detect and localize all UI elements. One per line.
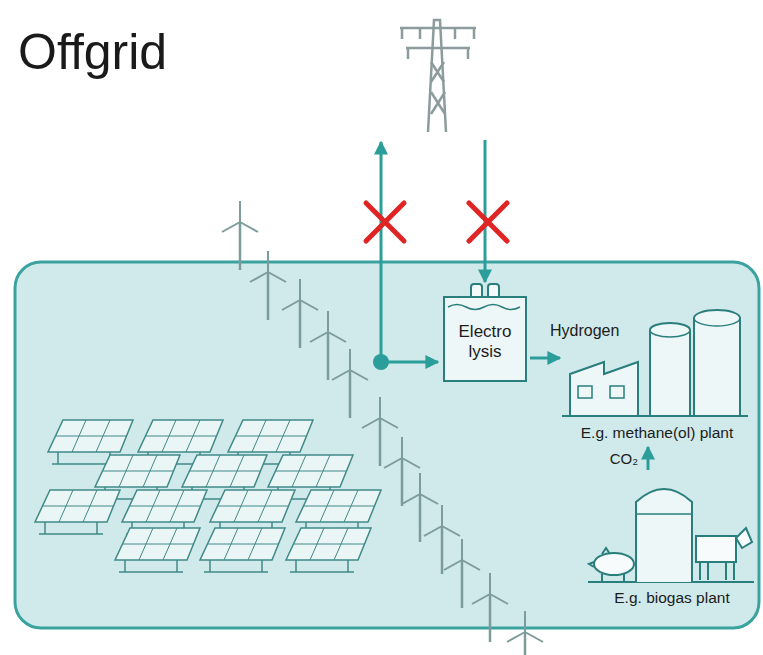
grid-connection-arrows <box>380 142 383 362</box>
methane-plant-shape <box>610 386 624 398</box>
biogas-plant-shape <box>594 553 634 575</box>
biogas-plant-shape <box>696 536 736 562</box>
power-pylon <box>428 20 446 132</box>
biogas-plant-shape <box>589 548 624 581</box>
biogas-plant-shape <box>636 513 692 515</box>
blocked-cross <box>366 203 507 241</box>
methane-plant-shape <box>694 310 740 416</box>
methane-plant-shape <box>650 323 690 416</box>
biogas-plant-shape <box>736 528 752 548</box>
wind-turbines <box>384 437 420 506</box>
blocked-cross <box>366 203 404 241</box>
grid-connection-arrows <box>484 140 487 282</box>
offgrid-region <box>15 262 759 628</box>
power-pylon <box>400 27 476 30</box>
wind-turbines <box>332 349 368 418</box>
node-label: E.g. biogas plant <box>614 589 729 608</box>
power-pylon <box>402 28 474 59</box>
electrolysis-unit: Electro lysis <box>440 283 530 383</box>
solar-panels <box>200 528 285 572</box>
blocked-cross <box>469 203 507 241</box>
junction-dot <box>373 354 389 370</box>
flow-label: Hydrogen <box>548 321 621 340</box>
power-pylon <box>400 20 476 132</box>
methane-plant-shape <box>570 362 638 416</box>
wind-turbines <box>362 397 398 466</box>
solar-panels <box>115 528 200 572</box>
electrolysis-unit-shape <box>444 297 526 381</box>
grid-connection-arrows <box>381 361 438 364</box>
diagram-title: Offgrid <box>18 24 167 82</box>
solar-panels <box>35 490 120 534</box>
biogas-plant-shape <box>636 489 692 582</box>
methane-plant-shape <box>578 386 592 398</box>
flow-arrow <box>647 447 650 470</box>
biogas-plant-shape <box>700 562 734 580</box>
power-pylon <box>406 47 470 50</box>
methane-plant-shape <box>694 318 740 326</box>
node-label: Electro lysis <box>449 322 521 363</box>
flow-arrow <box>530 357 560 360</box>
biogas-plant: E.g. biogas plant <box>588 470 756 610</box>
wind-turbines <box>222 201 258 270</box>
biogas-plant-shape <box>588 470 756 610</box>
node-label: E.g. methane(ol) plant <box>581 424 734 443</box>
wind-turbines <box>472 573 508 642</box>
wind-turbines <box>310 311 346 380</box>
wind-turbines <box>250 251 286 320</box>
wind-turbines <box>507 611 543 655</box>
methane-plant-shape <box>650 330 690 337</box>
electrolysis-unit-shape <box>448 305 520 310</box>
power-pylon <box>431 62 445 114</box>
solar-panels <box>286 528 371 572</box>
flow-label: CO₂ <box>608 450 640 468</box>
solar-panels <box>35 420 381 572</box>
wind-turbines <box>282 279 318 348</box>
wind-turbines <box>444 539 480 608</box>
